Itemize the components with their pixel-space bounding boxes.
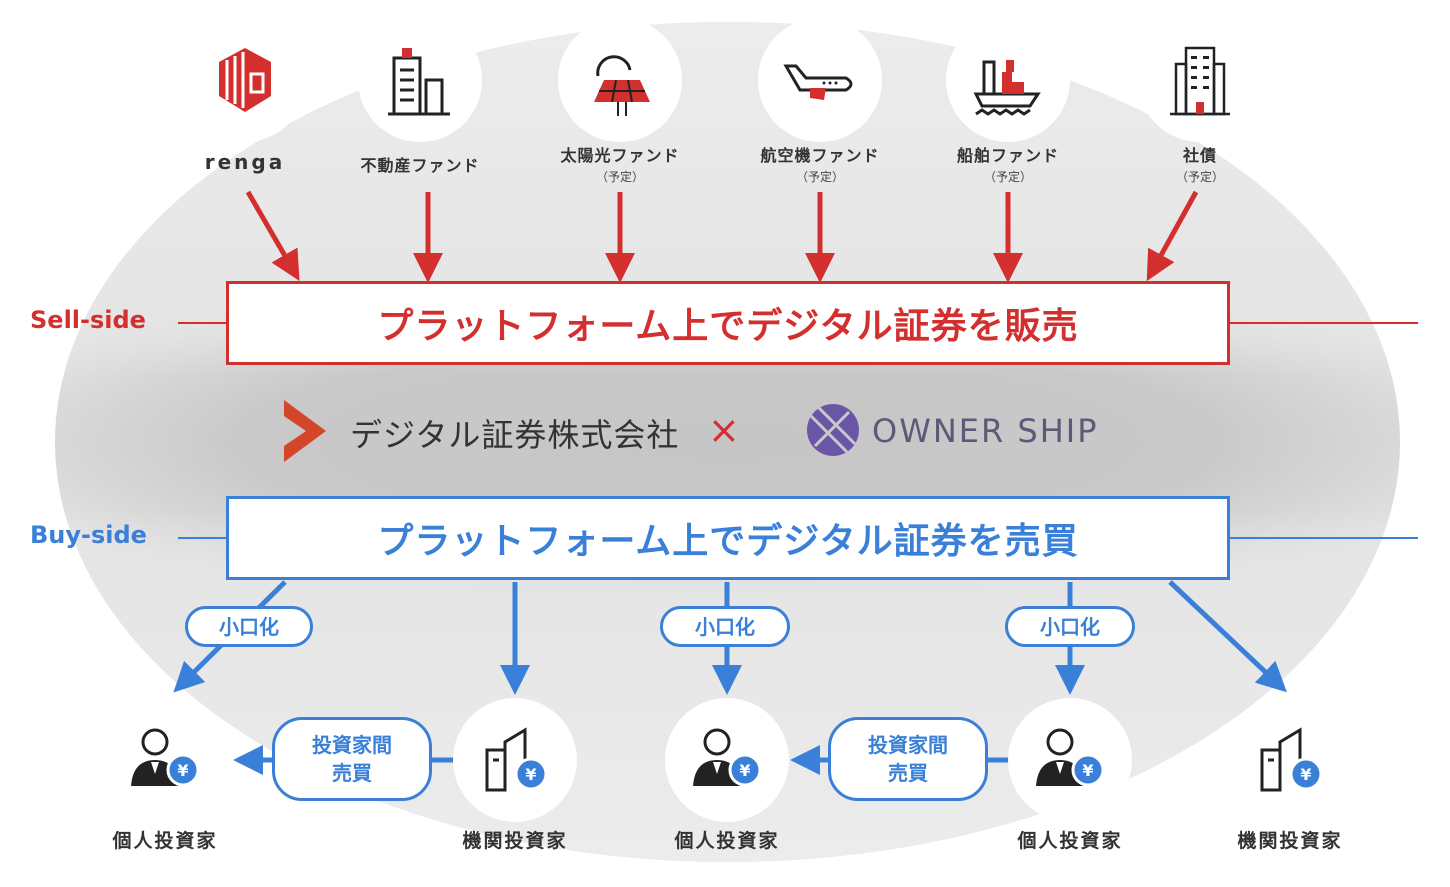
source-circle-aircraft [758,18,882,142]
buy-arrow [1168,580,1287,693]
investor-circle: ¥ [453,698,577,822]
investor-circle: ¥ [665,698,789,822]
source-label: renga [204,150,286,174]
source-circle-bond [1138,18,1262,142]
digital-securities-logo-icon [284,400,326,462]
p2p-trading-pill: 投資家間売買 [828,717,988,801]
source-circle-ship [946,18,1070,142]
ownership-globe-icon [807,404,859,456]
investor-label: 個人投資家 [112,830,218,852]
p2p-line1: 投資家間 [868,733,948,757]
source-label: 社債 [1182,146,1217,165]
source-sublabel: （予定） [595,170,644,184]
investor-circle: ¥ [103,698,227,822]
source-label: 不動産ファンド [360,156,480,175]
investor-label: 機関投資家 [462,830,568,852]
investor-circle: ¥ [1228,698,1352,822]
institutional-investor-icon: ¥ [1260,727,1323,792]
sell-arrow [245,190,300,281]
source-circle-renga [183,18,307,142]
source-sublabel: （予定） [795,170,844,184]
partner-right-name: OWNER SHIP [872,412,1099,450]
buy-side-label: Buy-side [30,521,147,549]
individual-investor-icon: ¥ [1036,728,1105,787]
svg-text:¥: ¥ [1082,761,1093,780]
svg-text:¥: ¥ [525,765,536,784]
source-label: 船舶ファンド [956,146,1059,165]
source-label: 太陽光ファンド [560,146,680,165]
individual-investor-icon: ¥ [131,728,200,787]
sell-arrow [1146,190,1199,282]
investor-circle: ¥ [1008,698,1132,822]
airplane-icon [783,64,853,100]
investor-label: 個人投資家 [674,830,780,852]
p2p-line2: 売買 [332,761,372,785]
building-icon [388,48,450,116]
source-sublabel: （予定） [1175,170,1224,184]
institutional-investor-icon: ¥ [485,727,548,792]
solar-panel-icon [594,55,650,116]
p2p-trading-pill: 投資家間売買 [272,717,432,801]
source-circle-solar [558,18,682,142]
fractional-pill: 小口化 [1005,606,1135,647]
investor-label: 個人投資家 [1017,830,1123,852]
office-tower-icon [1170,46,1230,116]
individual-investor-icon: ¥ [693,728,762,787]
buy-box: プラットフォーム上でデジタル証券を売買 [226,496,1230,580]
svg-text:¥: ¥ [177,761,188,780]
sell-side-label: Sell-side [30,306,146,334]
svg-text:¥: ¥ [1300,765,1311,784]
svg-text:¥: ¥ [739,761,750,780]
fractional-pill: 小口化 [185,606,313,647]
p2p-line1: 投資家間 [312,733,392,757]
source-label: 航空機ファンド [760,146,880,165]
investor-label: 機関投資家 [1237,830,1343,852]
partner-left-name: デジタル証券株式会社 [350,416,680,454]
p2p-line2: 売買 [888,761,928,785]
fractional-pill: 小口化 [660,606,790,647]
ship-icon [973,60,1041,116]
source-circle-real-estate [358,18,482,142]
renga-logo-icon [219,48,271,112]
sell-box: プラットフォーム上でデジタル証券を販売 [226,281,1230,365]
source-sublabel: （予定） [983,170,1032,184]
partner-times: × [708,408,740,452]
